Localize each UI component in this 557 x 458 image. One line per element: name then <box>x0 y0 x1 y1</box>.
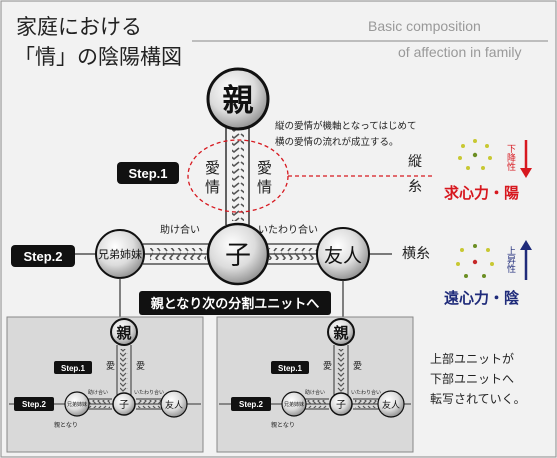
sub-friend-node <box>160 390 188 418</box>
sub-parent-label: 親 <box>116 324 131 342</box>
sub-child-node <box>112 392 136 416</box>
centrifugal-burst <box>456 244 494 278</box>
vertical-thread-char2: 糸 <box>408 178 422 194</box>
sub-unit-panel <box>6 316 204 453</box>
sub-step1-badge <box>54 361 92 374</box>
sub-child-label: 子 <box>336 399 346 411</box>
sub-parent-node <box>327 318 355 346</box>
sub-child-label: 子 <box>119 399 129 411</box>
sub-becoming-parent: 親となり <box>54 421 78 429</box>
sub-downward-chevrons <box>337 349 345 397</box>
sub-friend-label: 友人 <box>382 399 400 410</box>
sub-parent-label: 親 <box>333 324 348 342</box>
sub-mutual-help: 助け合い <box>305 389 325 396</box>
sub-step2-badge <box>14 397 54 411</box>
sub-step2-badge <box>231 397 271 411</box>
title-line2: 「情」の陰陽構図 <box>14 46 182 69</box>
sub-right-chevrons <box>138 400 164 408</box>
sub-left-chevrons <box>84 400 110 408</box>
sub-parent-node <box>110 318 138 346</box>
friend-label: 友人 <box>324 245 362 267</box>
sub-siblings-node <box>64 391 90 417</box>
child-label: 子 <box>225 240 251 270</box>
sub-left-chevrons <box>301 400 327 408</box>
sub-unit-panel <box>216 316 414 453</box>
sub-consideration: いたわり合い <box>351 389 381 396</box>
sub-love-left: 愛 <box>323 360 332 371</box>
consideration-label: いたわり合い <box>258 223 318 236</box>
sub-friend-label: 友人 <box>165 399 183 410</box>
sub-love-right: 愛 <box>136 360 145 371</box>
vertical-thread-char1: 縦 <box>408 153 422 169</box>
footer-note-line2: 下部ユニットへ <box>430 371 514 386</box>
bottom-arrow-label: 上昇性 <box>506 246 516 274</box>
sub-becoming-parent: 親となり <box>271 421 295 429</box>
title-line1: 家庭における <box>16 16 142 39</box>
footer-note-line3: 転写されていく。 <box>430 392 526 406</box>
subtitle-line1: Basic composition <box>368 18 481 34</box>
parent-node <box>206 67 270 131</box>
downward-chevrons <box>232 123 244 221</box>
sub-right-chevrons <box>355 400 381 408</box>
top-arrow-label: 下降性 <box>506 144 516 172</box>
footer-note-line1: 上部ユニットが <box>430 351 514 366</box>
split-banner-label: 親となり次の分割ユニットへ <box>151 296 320 311</box>
sub-step2-label: Step.2 <box>22 400 47 409</box>
affection-right-1: 愛 <box>257 160 272 177</box>
step2-label: Step.2 <box>23 249 62 264</box>
parent-label: 親 <box>223 83 254 118</box>
up-arrow-icon <box>520 240 532 250</box>
sub-step1-badge <box>271 361 309 374</box>
sub-siblings-label: 兄弟姉妹 <box>284 401 304 408</box>
affection-left-2: 情 <box>205 179 220 196</box>
mutual-help-label: 助け合い <box>160 223 200 236</box>
subtitle-line2: of affection in family <box>398 44 521 60</box>
affection-right-2: 情 <box>257 179 272 196</box>
sub-siblings-label: 兄弟姉妹 <box>67 401 87 408</box>
sub-step1-label: Step.1 <box>61 364 86 373</box>
siblings-label: 兄弟姉妹 <box>98 247 142 261</box>
right-chevrons <box>269 248 318 260</box>
sub-downward-chevrons <box>120 349 128 397</box>
sub-mutual-help: 助け合い <box>88 389 108 396</box>
sub-love-right: 愛 <box>353 360 362 371</box>
step2-badge <box>11 245 75 267</box>
sub-child-node <box>329 392 353 416</box>
step1-label: Step.1 <box>128 166 167 181</box>
bottom-force-label: 遠心力・陰 <box>444 289 520 307</box>
down-arrow-icon <box>520 168 532 178</box>
top-force-label: 求心力・陽 <box>444 184 519 202</box>
horizontal-thread-label: 横糸 <box>402 245 430 261</box>
child-node <box>206 222 270 286</box>
note-line1: 縦の愛情が機軸となってはじめて <box>275 120 417 132</box>
step1-badge <box>117 162 179 184</box>
note-line2: 横の愛情の流れが成立する。 <box>275 136 399 148</box>
sub-step2-label: Step.2 <box>239 400 264 409</box>
sub-siblings-node <box>281 391 307 417</box>
sub-friend-node <box>377 390 405 418</box>
centripetal-burst <box>458 139 492 170</box>
affection-left-1: 愛 <box>205 160 220 177</box>
split-banner <box>139 291 331 315</box>
sub-consideration: いたわり合い <box>134 389 164 396</box>
left-chevrons <box>150 248 206 260</box>
sub-step1-label: Step.1 <box>278 364 303 373</box>
sub-love-left: 愛 <box>106 360 115 371</box>
